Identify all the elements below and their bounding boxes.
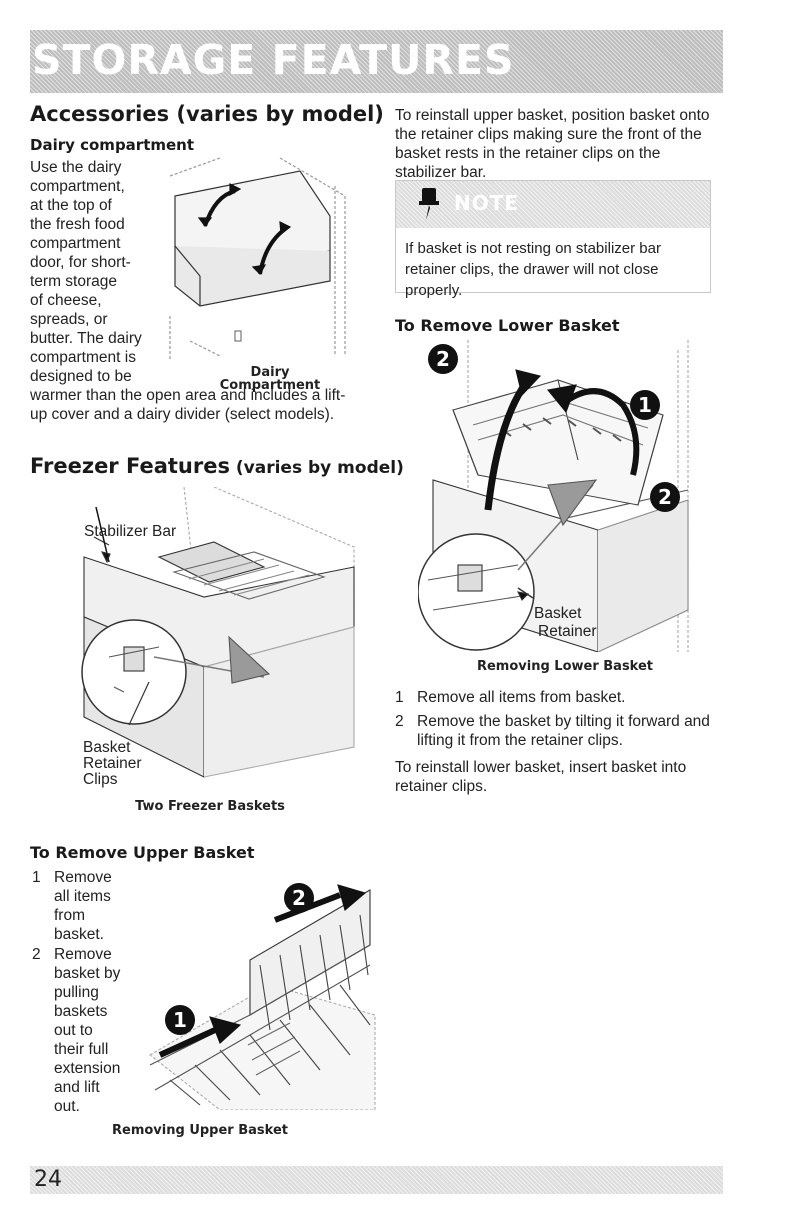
step-number: 2 bbox=[395, 713, 404, 730]
step-line: basket. bbox=[54, 926, 104, 943]
freezer-heading-suffix: (varies by model) bbox=[229, 458, 404, 478]
step-marker-2: 2 bbox=[650, 482, 680, 512]
step-marker-2: 2 bbox=[284, 883, 314, 913]
accessories-heading: Accessories (varies by model) bbox=[30, 102, 384, 126]
dairy-text: Use the dairy compartment, at the top of… bbox=[30, 158, 170, 386]
remove-upper-steps: 1 Remove all items from basket. 2 Remove… bbox=[32, 868, 152, 1116]
note-title: NOTE bbox=[454, 191, 520, 215]
reinstall-lower-text: To reinstall lower basket, insert basket… bbox=[395, 759, 687, 795]
freezer-caption: Two Freezer Baskets bbox=[135, 799, 285, 814]
step-line: their full bbox=[54, 1041, 109, 1058]
remove-upper-heading: To Remove Upper Basket bbox=[30, 843, 255, 862]
dairy-line: designed to be bbox=[30, 368, 132, 385]
remove-lower-illustration bbox=[418, 340, 694, 652]
label-basket: Basket bbox=[83, 739, 131, 756]
dairy-line: door, for short- bbox=[30, 254, 131, 271]
step-line: all items bbox=[54, 888, 111, 905]
step-marker-2: 2 bbox=[428, 344, 458, 374]
step-number: 1 bbox=[32, 869, 41, 886]
step-line: basket by bbox=[54, 965, 121, 982]
freezer-heading-main: Freezer Features bbox=[30, 454, 230, 478]
reinstall-upper-text: To reinstall upper basket, position bask… bbox=[395, 107, 710, 181]
step-item: 2 Remove basket by pulling baskets out t… bbox=[32, 945, 152, 1116]
page-title: STORAGE FEATURES bbox=[32, 36, 515, 84]
dairy-line: spreads, or bbox=[30, 311, 108, 328]
step-item: 1 Remove all items from basket. bbox=[32, 868, 152, 944]
dairy-text-tail: warmer than the open area and includes a… bbox=[30, 387, 346, 423]
dairy-heading: Dairy compartment bbox=[30, 136, 195, 154]
freezer-baskets-illustration bbox=[64, 487, 356, 795]
dairy-caption: Dairy Compartment bbox=[219, 365, 321, 393]
remove-lower-steps: 1 Remove all items from basket. 2 Remove… bbox=[395, 688, 725, 750]
note-box: NOTE If basket is not resting on stabili… bbox=[395, 180, 711, 299]
label-retainer: Retainer bbox=[538, 623, 597, 640]
dairy-line: compartment, bbox=[30, 178, 125, 195]
stabilizer-bar-label: Stabilizer Bar bbox=[84, 523, 177, 540]
dairy-line: of cheese, bbox=[30, 292, 102, 309]
label-clips: Clips bbox=[83, 771, 118, 788]
dairy-line: at the top of bbox=[30, 197, 112, 214]
step-text: Remove all items from basket. bbox=[54, 868, 112, 944]
basket-retainer-clips-label: Basket Retainer Clips bbox=[83, 740, 142, 788]
remove-upper-illustration bbox=[140, 865, 376, 1110]
basket-retainer-label: Basket Retainer bbox=[534, 605, 597, 641]
dairy-line: Use the dairy bbox=[30, 159, 122, 176]
step-marker-1: 1 bbox=[630, 390, 660, 420]
step-item: 2 Remove the basket by tilting it forwar… bbox=[395, 712, 725, 750]
remove-lower-heading: To Remove Lower Basket bbox=[395, 316, 620, 335]
dairy-line: butter. The dairy bbox=[30, 330, 142, 347]
step-line: baskets bbox=[54, 1003, 108, 1020]
remove-lower-caption: Removing Lower Basket bbox=[476, 659, 654, 674]
freezer-heading: Freezer Features (varies by model) bbox=[30, 456, 404, 477]
step-text: Remove basket by pulling baskets out to … bbox=[54, 945, 120, 1116]
remove-upper-caption: Removing Upper Basket bbox=[112, 1123, 288, 1138]
step-marker-1: 1 bbox=[165, 1005, 195, 1035]
note-text: If basket is not resting on stabilizer b… bbox=[405, 240, 661, 299]
dairy-line: the fresh food bbox=[30, 216, 125, 233]
page-number: 24 bbox=[34, 1167, 62, 1192]
step-number: 1 bbox=[395, 689, 404, 706]
step-line: out. bbox=[54, 1098, 80, 1115]
step-line: and lift bbox=[54, 1079, 100, 1096]
dairy-line: compartment bbox=[30, 235, 121, 252]
step-text: Remove the basket by tilting it forward … bbox=[417, 713, 710, 749]
header-banner: STORAGE FEATURES bbox=[30, 30, 723, 93]
dairy-line: compartment is bbox=[30, 349, 136, 366]
note-band bbox=[396, 181, 710, 228]
step-line: out to bbox=[54, 1022, 93, 1039]
step-line: pulling bbox=[54, 984, 99, 1001]
step-item: 1 Remove all items from basket. bbox=[395, 688, 725, 707]
step-text: Remove all items from basket. bbox=[417, 689, 626, 706]
label-retainer: Retainer bbox=[83, 755, 142, 772]
step-line: Remove bbox=[54, 946, 112, 963]
dairy-line: term storage bbox=[30, 273, 118, 290]
pushpin-icon bbox=[416, 186, 442, 222]
step-line: from bbox=[54, 907, 85, 924]
label-basket: Basket bbox=[534, 605, 582, 622]
dairy-compartment-illustration bbox=[160, 156, 350, 362]
step-number: 2 bbox=[32, 946, 41, 963]
step-line: extension bbox=[54, 1060, 121, 1077]
step-line: Remove bbox=[54, 869, 112, 886]
footer-band: 24 bbox=[30, 1166, 723, 1194]
